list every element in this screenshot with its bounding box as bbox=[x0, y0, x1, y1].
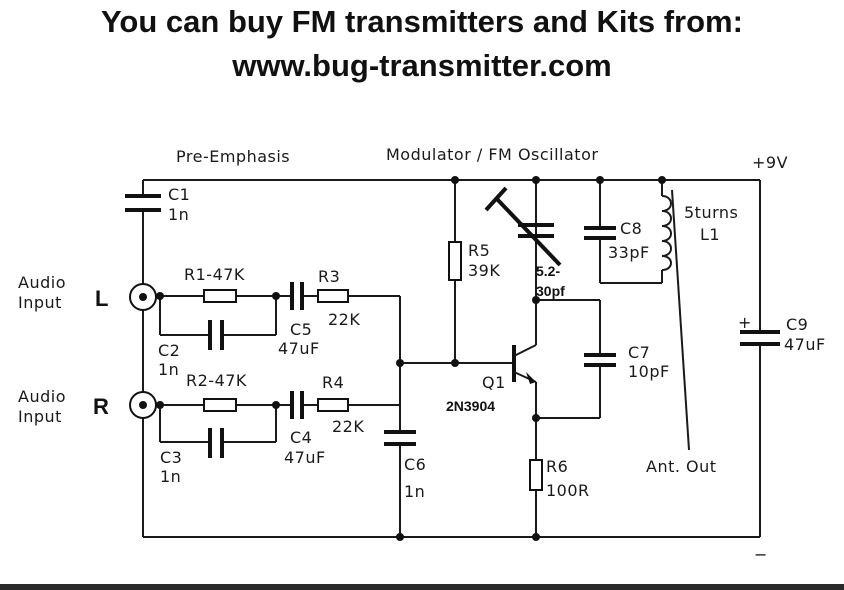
right-channel-label: R bbox=[93, 394, 109, 419]
r6-name: R6 bbox=[546, 457, 568, 476]
modulator-label: Modulator / FM Oscillator bbox=[386, 145, 598, 164]
c9-value: 47uF bbox=[784, 335, 826, 354]
c1-name: C1 bbox=[168, 185, 190, 204]
c5-name: C5 bbox=[290, 320, 312, 339]
r5-name: R5 bbox=[468, 241, 490, 260]
c1-value: 1n bbox=[168, 205, 189, 224]
transistor-q1-symbol bbox=[512, 344, 537, 384]
varcap-value-2: 30pf bbox=[536, 283, 565, 299]
r5-value: 39K bbox=[468, 261, 500, 280]
right-input-label-2: Input bbox=[18, 407, 62, 426]
q1-part: 2N3904 bbox=[446, 398, 495, 414]
c5-value: 47uF bbox=[278, 339, 320, 358]
c8-name: C8 bbox=[620, 219, 642, 238]
inductor-l1-coil-icon bbox=[661, 195, 672, 271]
resistor-r5-symbol bbox=[448, 241, 462, 281]
capacitor-c2-symbol bbox=[208, 320, 224, 350]
header-line-1: You can buy FM transmitters and Kits fro… bbox=[101, 4, 743, 39]
resistor-r3-symbol bbox=[317, 289, 349, 303]
capacitor-c6-symbol bbox=[384, 430, 416, 446]
capacitor-c4-symbol bbox=[290, 391, 304, 419]
junction-dots bbox=[156, 176, 666, 541]
varcap-value-1: 5.2- bbox=[536, 263, 560, 279]
bottom-border bbox=[0, 584, 844, 590]
c4-name: C4 bbox=[290, 428, 312, 447]
c8-value: 33pF bbox=[608, 243, 650, 262]
capacitor-c9-symbol bbox=[740, 330, 780, 346]
variable-capacitor-symbol[interactable] bbox=[484, 186, 562, 267]
l1-name: L1 bbox=[700, 225, 720, 244]
r3-value: 22K bbox=[328, 310, 360, 329]
input-jack-right-icon[interactable] bbox=[129, 391, 157, 419]
c7-name: C7 bbox=[628, 343, 650, 362]
r4-name: R4 bbox=[322, 373, 344, 392]
c7-value: 10pF bbox=[628, 362, 670, 381]
c3-value: 1n bbox=[160, 467, 181, 486]
supply-negative-label: − bbox=[754, 545, 768, 564]
resistor-r4-symbol bbox=[317, 398, 349, 412]
header-line-2[interactable]: www.bug-transmitter.com bbox=[232, 48, 612, 83]
left-input-label-2: Input bbox=[18, 293, 62, 312]
r6-value: 100R bbox=[546, 481, 590, 500]
capacitor-c3-symbol bbox=[208, 428, 224, 458]
c6-value: 1n bbox=[404, 482, 425, 501]
r4-value: 22K bbox=[332, 417, 364, 436]
q1-name: Q1 bbox=[482, 373, 506, 392]
input-jack-left-icon[interactable] bbox=[129, 283, 157, 311]
supply-positive-label: +9V bbox=[752, 153, 788, 172]
capacitor-c8-symbol bbox=[584, 226, 616, 240]
c3-name: C3 bbox=[160, 448, 182, 467]
c2-value: 1n bbox=[158, 360, 179, 379]
resistor-r1-symbol bbox=[203, 289, 237, 303]
wires bbox=[142, 179, 761, 538]
pre-emphasis-label: Pre-Emphasis bbox=[176, 147, 290, 166]
antenna-out-label: Ant. Out bbox=[646, 457, 717, 476]
left-input-label-1: Audio bbox=[18, 273, 66, 292]
capacitor-c7-symbol bbox=[584, 353, 616, 367]
capacitor-c5-symbol bbox=[290, 282, 304, 310]
r3-name: R3 bbox=[318, 267, 340, 286]
c9-name: C9 bbox=[786, 315, 808, 334]
r2-label: R2-47K bbox=[186, 371, 247, 390]
capacitor-c1-symbol bbox=[125, 194, 161, 212]
left-channel-label: L bbox=[95, 286, 108, 311]
resistor-r2-symbol bbox=[203, 398, 237, 412]
c2-name: C2 bbox=[158, 341, 180, 360]
resistor-r6-symbol bbox=[529, 459, 543, 491]
c6-name: C6 bbox=[404, 455, 426, 474]
l1-turns: 5turns bbox=[684, 203, 738, 222]
right-input-label-1: Audio bbox=[18, 387, 66, 406]
r1-label: R1-47K bbox=[184, 265, 245, 284]
c9-polarity-label: + bbox=[738, 313, 752, 332]
c4-value: 47uF bbox=[284, 448, 326, 467]
